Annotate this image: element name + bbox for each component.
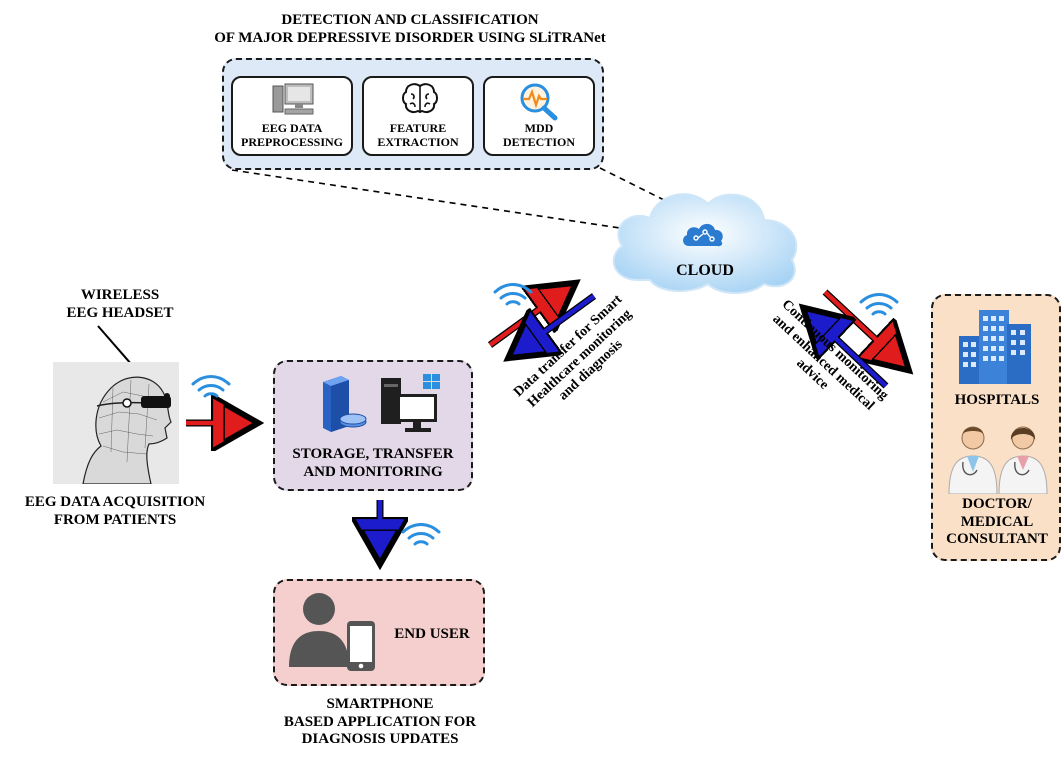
headset-label-line-1: WIRELESS [80,287,160,303]
brain-icon [402,83,438,114]
acquisition-caption: EEG DATA ACQUISITION FROM PATIENTS [0,494,230,529]
title-line-1: DETECTION AND CLASSIFICATION [281,12,539,28]
module-label-line-1: EEG DATA [261,121,323,135]
desktop-computer-icon [381,374,440,432]
server-icon [323,376,367,432]
module-label-line-2: PREPROCESSING [240,134,344,149]
smartphone-caption-line-2: BASED APPLICATION FOR [283,713,477,730]
doctor-label-line-2: MEDICAL [960,513,1034,530]
doctor-label: DOCTOR/ MEDICAL CONSULTANT [933,496,1061,549]
doctor-label-line-1: DOCTOR/ [962,496,1032,512]
doctor-label-line-3: CONSULTANT [946,531,1048,548]
wifi-icon [401,523,441,546]
wifi-icon [493,283,533,306]
title-line-2: OF MAJOR DEPRESSIVE DISORDER USING SLiTR… [214,29,606,46]
smartphone-caption-line-3: DIAGNOSIS UPDATES [301,731,459,748]
cloud-label: CLOUD [676,262,734,279]
cloud-network-icon [683,223,723,247]
module-card-detection: MDD DETECTION [483,76,595,156]
doctors-icon [948,426,1048,494]
headset-label-line-2: EEG HEADSET [66,304,174,321]
acquisition-line-1: EEG DATA ACQUISITION [24,494,206,510]
hospital-building-icon [959,310,1031,384]
dashed-link-left [231,169,701,241]
end-user-label: END USER [394,626,470,642]
module-label-line-2: EXTRACTION [377,134,459,149]
module-label-line-1: MDD [524,121,554,135]
wifi-icon [191,375,231,398]
diagram-title: DETECTION AND CLASSIFICATION OF MAJOR DE… [150,12,670,47]
storage-label-line-2: AND MONITORING [303,463,443,480]
smartphone-icon [347,621,375,671]
headset-label: WIRELESS EEG HEADSET [40,287,200,322]
eeg-head-icon [53,362,179,485]
acquisition-line-2: FROM PATIENTS [53,511,177,528]
module-label-line-2: DETECTION [502,134,576,149]
module-label-line-1: FEATURE [389,121,447,135]
storage-box: STORAGE, TRANSFER AND MONITORING [273,360,473,491]
storage-label-line-1: STORAGE, TRANSFER [292,446,454,462]
module-card-feature: FEATURE EXTRACTION [362,76,474,156]
end-user-box: END USER [273,579,485,686]
computer-icon [272,83,314,115]
hospitals-label: HOSPITALS [954,392,1040,408]
magnifier-heartbeat-icon [520,83,558,121]
smartphone-caption: SMARTPHONE BASED APPLICATION FOR DIAGNOS… [240,696,520,749]
module-card-preprocessing: EEG DATA PREPROCESSING [231,76,353,156]
wifi-icon [859,293,899,316]
person-icon [289,593,349,667]
smartphone-caption-line-1: SMARTPHONE [326,696,434,712]
hospital-doctor-box: HOSPITALS DOCTOR/ MEDICAL CONSULTANT [931,294,1061,561]
